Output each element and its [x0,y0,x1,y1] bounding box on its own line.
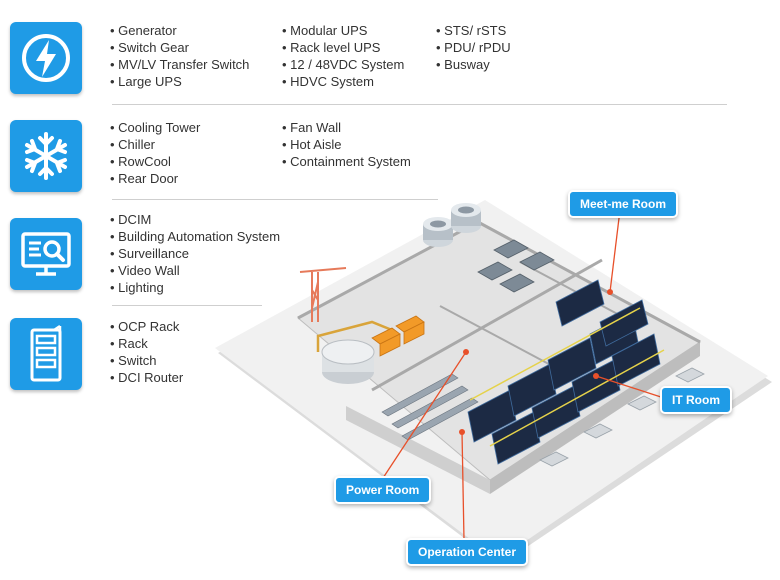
interior-wall [439,305,561,371]
list-item: Building Automation System [110,228,280,245]
list-item: Video Wall [110,262,280,279]
list-item: Large UPS [110,73,249,90]
monitoring-list: DCIM Building Automation System Surveill… [110,211,280,296]
list-item: Rack level UPS [282,39,404,56]
lightning-icon [22,34,70,82]
power-list-col-1: Generator Switch Gear MV/LV Transfer Swi… [110,22,249,90]
list-item: STS/ rSTS [436,22,511,39]
it-infrastructure-list: OCP Rack Rack Switch DCI Router [110,318,183,386]
list-item: 12 / 48VDC System [282,56,404,73]
snowflake-icon [25,132,67,180]
list-item: Chiller [110,136,200,153]
front-wall-left [346,406,490,494]
condenser-units [539,367,705,467]
list-item: Busway [436,56,511,73]
list-item: Cooling Tower [110,119,200,136]
callout-dots [459,289,613,435]
list-item: MV/LV Transfer Switch [110,56,249,73]
cooling-tower [451,203,481,233]
list-item: Hot Aisle [282,136,411,153]
power-category-tile [10,22,82,94]
monitoring-category-tile [10,218,82,290]
it-infrastructure-category-tile [10,318,82,390]
monitor-search-icon [21,232,71,276]
server-rack-icon [30,324,62,382]
list-item: Switch Gear [110,39,249,56]
chiller-units [477,239,555,293]
list-item: Switch [110,352,183,369]
server-racks [467,279,661,465]
divider [112,305,262,306]
front-wall-right [490,342,700,494]
interior-wall [371,258,603,392]
list-item: HDVC System [282,73,404,90]
cooling-tower [423,217,453,247]
list-item: Rear Door [110,170,200,187]
it-room-label: IT Room [660,386,732,414]
containment-rails [469,307,665,447]
list-item: PDU/ rPDU [436,39,510,56]
meet-me-room-label: Meet-me Room [568,190,679,218]
list-item: OCP Rack [110,318,183,335]
power-list-col-3: STS/ rSTS PDU/ rPDU Busway [436,22,511,73]
generator-units [371,315,425,357]
list-item: DCIM [110,211,280,228]
operation-center-label: Operation Center [406,538,529,566]
list-item: Lighting [110,279,280,296]
divider [112,104,727,105]
list-item: Generator [110,22,249,39]
cooling-list-col-2: Fan Wall Hot Aisle Containment System [282,119,411,170]
list-item: DCI Router [110,369,183,386]
list-item: Fan Wall [282,119,411,136]
divider [112,199,438,200]
power-room-equipment [381,373,479,441]
list-item: Containment System [282,153,411,170]
fuel-pipe [316,320,393,352]
list-item: Modular UPS [282,22,404,39]
list-item: Rack [110,335,183,352]
callout-lines [382,209,665,541]
cooling-list-col-1: Cooling Tower Chiller RowCool Rear Door [110,119,200,187]
list-item: RowCool [110,153,200,170]
list-item: Surveillance [110,245,280,262]
fuel-tank [321,339,375,384]
power-list-col-2: Modular UPS Rack level UPS 12 / 48VDC Sy… [282,22,404,90]
cooling-category-tile [10,120,82,192]
power-room-label: Power Room [334,476,432,504]
tower-crane [299,267,347,322]
